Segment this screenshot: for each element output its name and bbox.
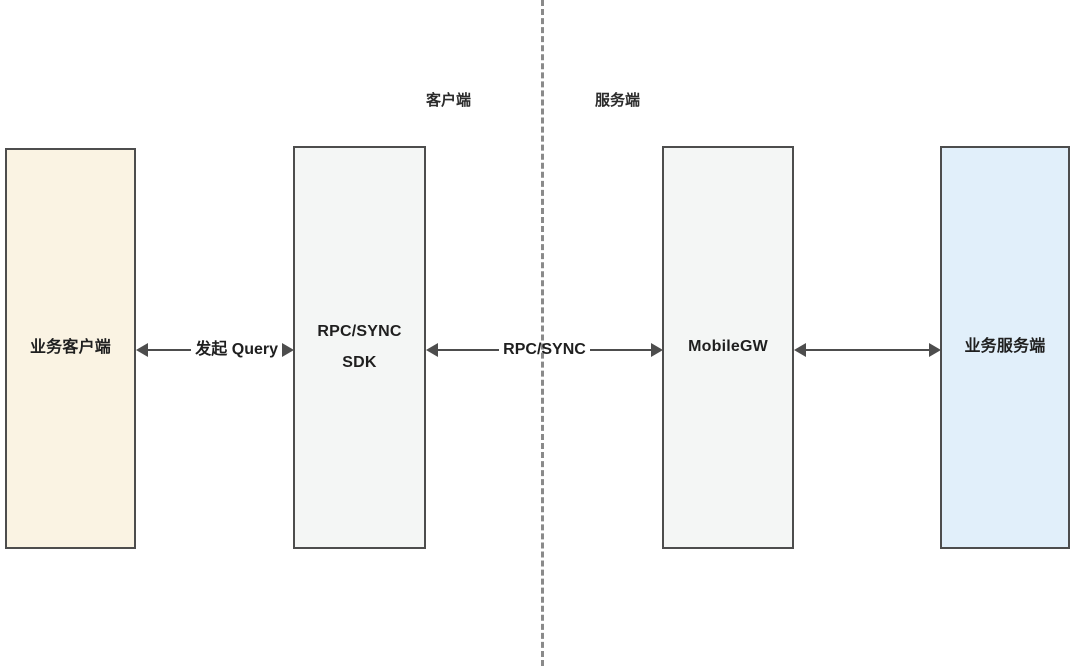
node-rpc-sdk-label-line1: RPC/SYNC — [317, 323, 402, 341]
node-rpc-sdk[interactable]: RPC/SYNC SDK — [293, 146, 426, 549]
region-label-server: 服务端 — [595, 92, 641, 109]
client-server-divider — [541, 0, 544, 666]
arrowhead-right-icon — [282, 343, 294, 357]
connector-line-segment — [806, 349, 929, 351]
arrowhead-right-icon — [929, 343, 941, 357]
arrowhead-left-icon — [794, 343, 806, 357]
node-client-app-label: 业务客户端 — [29, 339, 111, 357]
connector-line-segment — [589, 349, 651, 351]
arrowhead-left-icon — [426, 343, 438, 357]
connector-gateway-server — [794, 338, 941, 362]
arrowhead-left-icon — [136, 343, 148, 357]
node-rpc-sdk-label-line2: SDK — [342, 353, 377, 371]
connector-line-segment — [148, 349, 192, 351]
region-label-client: 客户端 — [426, 92, 472, 109]
connector-rpcsync: RPC/SYNC — [426, 338, 663, 362]
node-server-app-label: 业务服务端 — [964, 338, 1046, 356]
node-mobilegw[interactable]: MobileGW — [662, 146, 794, 549]
connector-line-segment — [438, 349, 500, 351]
connector-query: 发起 Query — [136, 338, 294, 362]
arrowhead-right-icon — [651, 343, 663, 357]
node-server-app[interactable]: 业务服务端 — [940, 146, 1070, 549]
node-client-app[interactable]: 业务客户端 — [5, 148, 136, 549]
node-mobilegw-label: MobileGW — [688, 338, 768, 356]
connector-query-label: 发起 Query — [195, 341, 278, 358]
connector-rpcsync-label: RPC/SYNC — [503, 341, 586, 358]
